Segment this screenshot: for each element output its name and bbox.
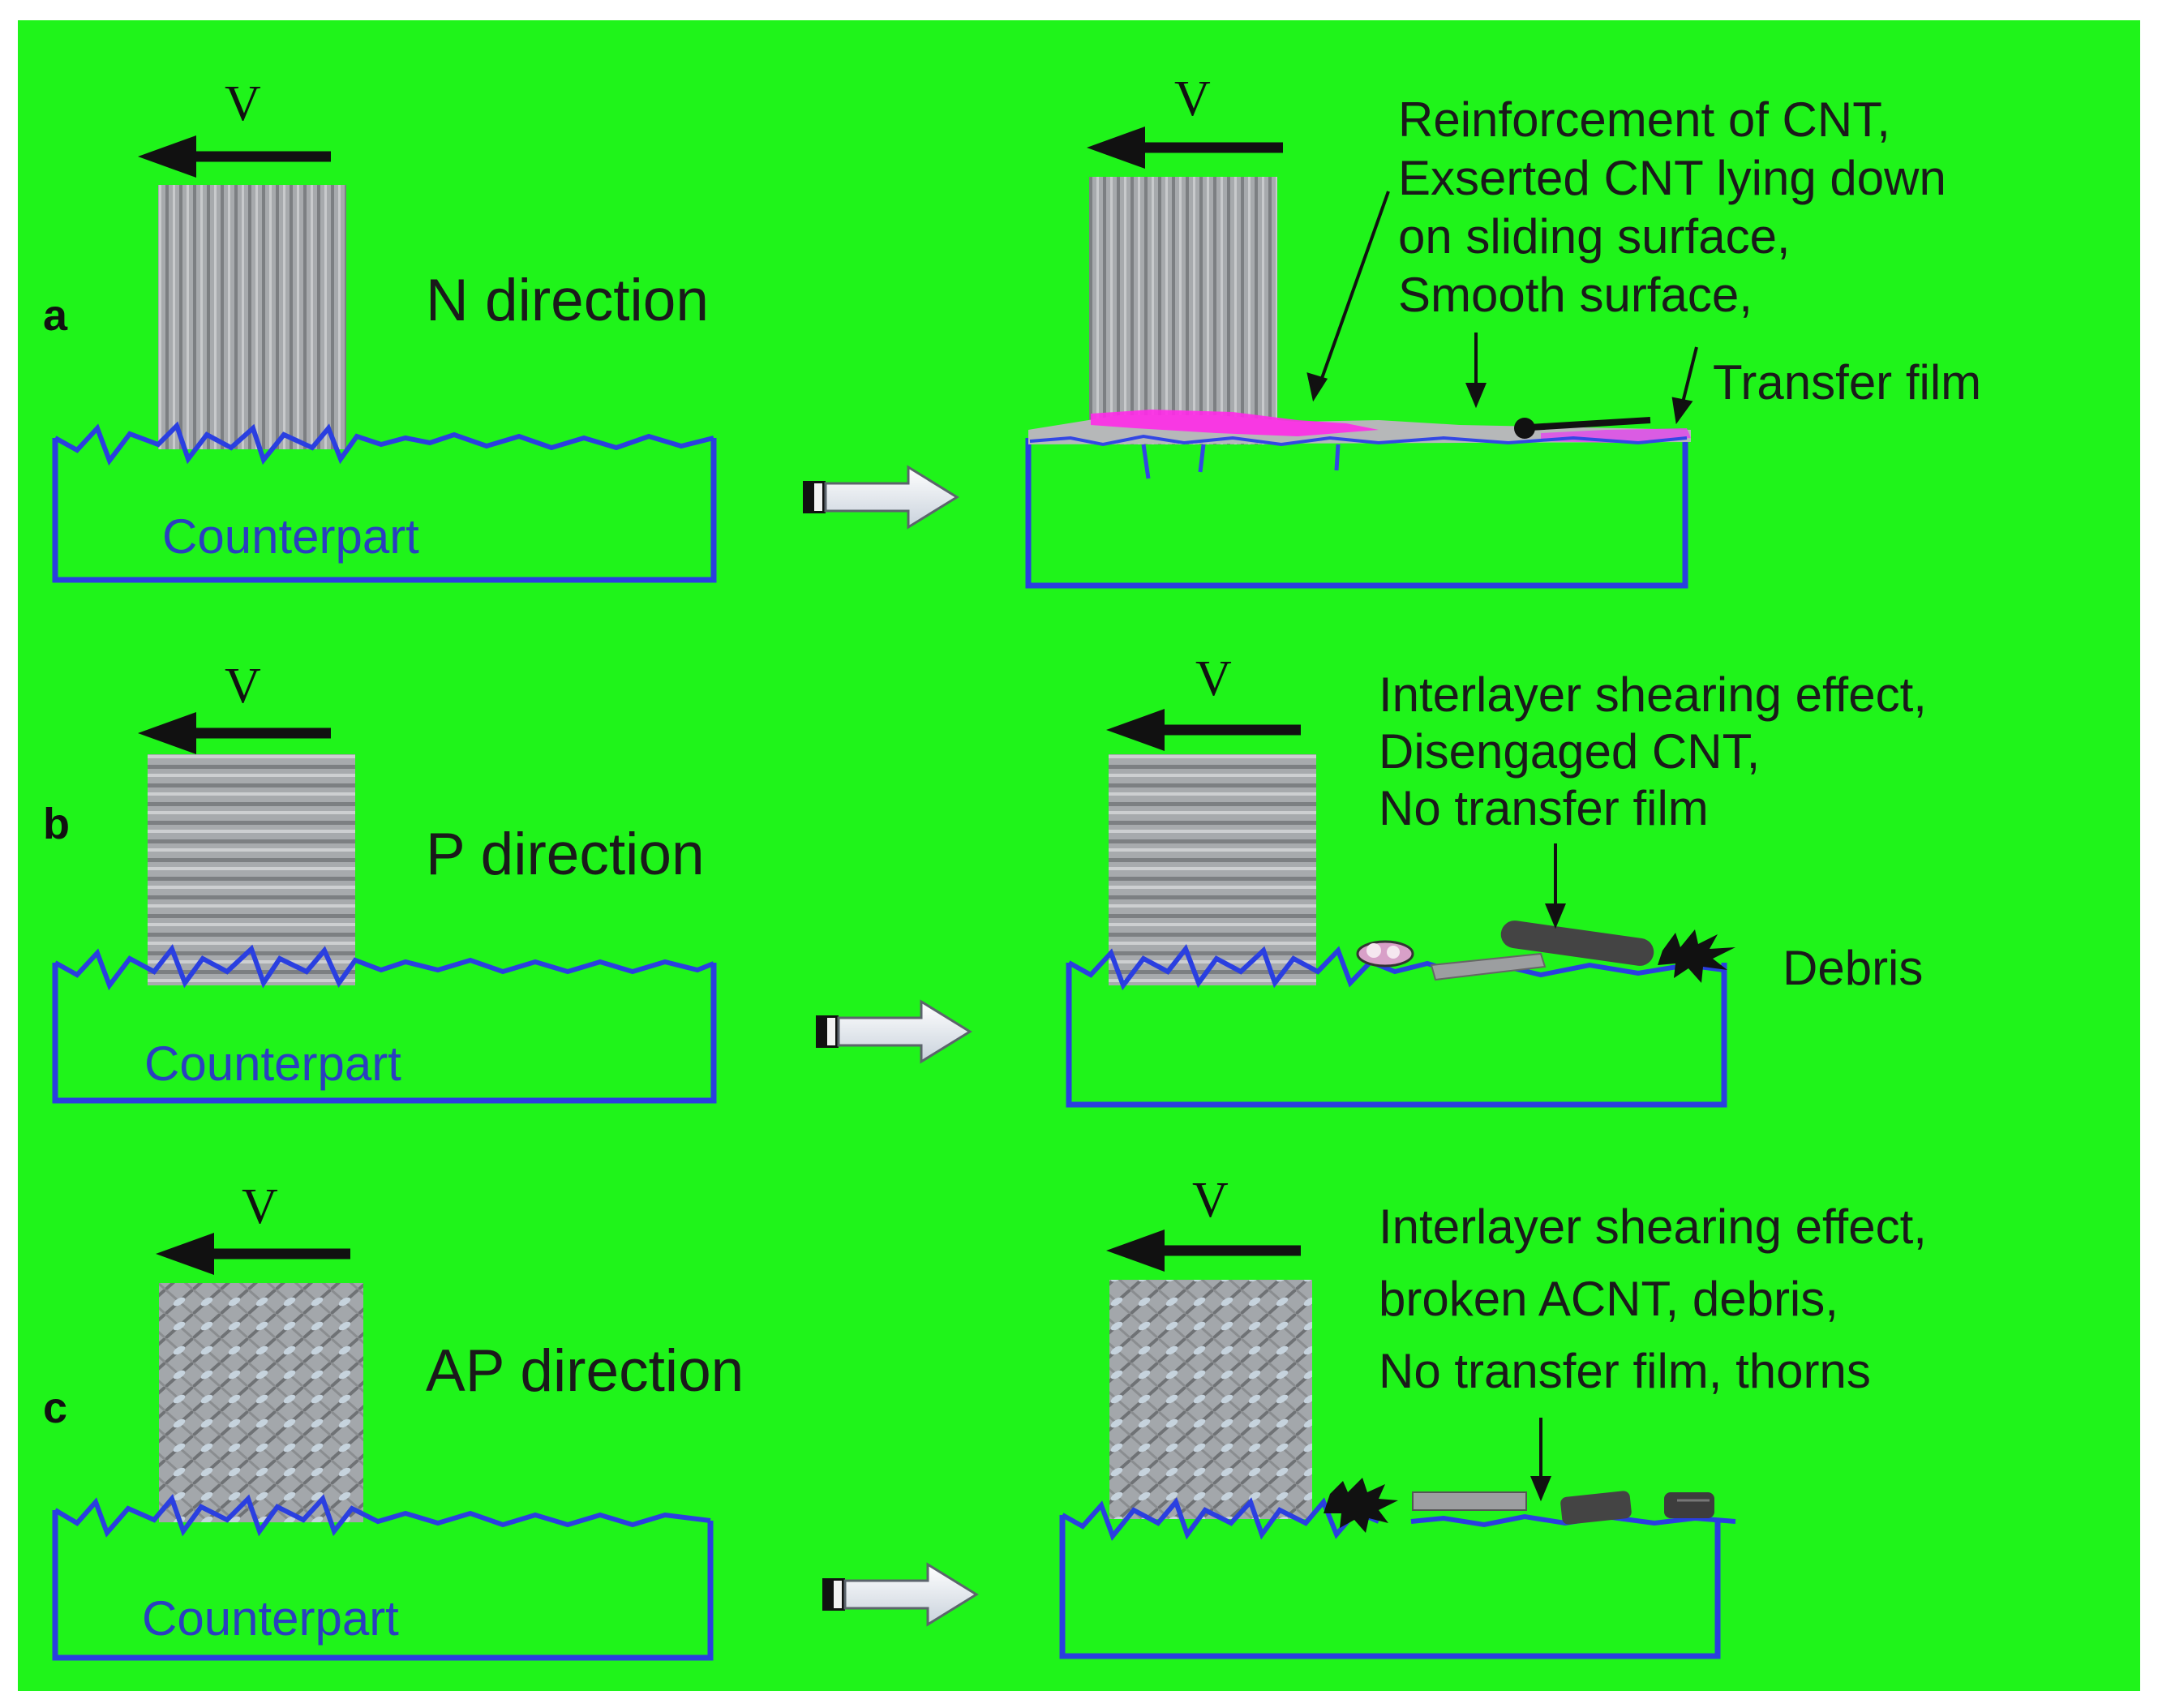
debris-pile [1356, 940, 1414, 968]
velocity-label: V [225, 659, 261, 714]
process-arrow [816, 999, 972, 1064]
annotation-notes: Reinforcement of CNT, Exserted CNT lying… [1398, 92, 1946, 322]
worn-surface-line [1029, 434, 1688, 447]
counterpart-box [52, 438, 717, 583]
pointer-arrows [1545, 843, 1566, 929]
velocity-label: V [1195, 651, 1232, 706]
transfer-film-label: Transfer film [1713, 355, 1981, 410]
lying-cnt [1516, 417, 1651, 431]
counterpart-label: Counterpart [142, 1591, 399, 1646]
cnt-block-parallel [1109, 754, 1316, 985]
svg-text:broken ACNT, debris,: broken ACNT, debris, [1379, 1272, 1838, 1326]
process-arrow [822, 1562, 979, 1627]
svg-text:Smooth surface,: Smooth surface, [1398, 268, 1753, 322]
velocity-label: V [1174, 71, 1211, 127]
velocity-label: V [1192, 1173, 1229, 1228]
counterpart-box [1059, 1515, 1721, 1659]
pointer-arrows [1306, 191, 1698, 425]
panel-label-a: a [43, 291, 68, 340]
panel-label-b: b [43, 800, 70, 848]
velocity-arrow [1087, 127, 1283, 169]
surface-crack [1198, 444, 1206, 473]
cnt-block-antiparallel [1109, 1280, 1312, 1519]
broken-cnt-segment [1430, 952, 1547, 981]
velocity-arrow [156, 1233, 350, 1275]
surface-crack [1141, 444, 1151, 479]
cnt-block-antiparallel [159, 1283, 363, 1522]
counterpart-label: Counterpart [162, 509, 419, 564]
cnt-block-normal [1089, 177, 1277, 444]
svg-text:on sliding surface,: on sliding surface, [1398, 209, 1791, 264]
velocity-arrow [138, 712, 331, 754]
row-c: c V Counterpart AP direction V [43, 1173, 1927, 1661]
debris-thorn-cluster [1324, 1478, 1398, 1533]
rough-surface [1067, 943, 1725, 991]
rough-surface [54, 943, 715, 991]
annotation-notes: Interlayer shearing effect, Disengaged C… [1379, 667, 1927, 835]
svg-text:No transfer film: No transfer film [1379, 781, 1709, 835]
direction-label: N direction [426, 268, 709, 333]
row-b: b V Counterpart P direction V [43, 651, 1927, 1108]
velocity-arrow [1106, 709, 1301, 751]
pointer-arrows [1530, 1418, 1551, 1502]
broken-cnt-segment [1664, 1492, 1714, 1518]
broken-cnt-segment [1412, 1491, 1527, 1511]
debris-thorn-cluster [1658, 929, 1735, 983]
direction-label: AP direction [426, 1338, 744, 1404]
transfer-film-pink [1091, 410, 1379, 436]
disengaged-cnt [1500, 921, 1654, 966]
panel-label-c: c [43, 1384, 67, 1432]
velocity-arrow [1106, 1230, 1301, 1272]
svg-text:Interlayer shearing effect,: Interlayer shearing effect, [1379, 667, 1927, 722]
surface-crack [1334, 444, 1341, 471]
process-arrow [803, 465, 959, 530]
direction-label: P direction [426, 822, 705, 887]
velocity-label: V [242, 1179, 278, 1234]
svg-text:Interlayer shearing effect,: Interlayer shearing effect, [1379, 1199, 1927, 1254]
broken-cnt-segment [1560, 1491, 1632, 1525]
svg-text:Exserted CNT lying down: Exserted CNT lying down [1398, 151, 1946, 205]
row-a: a V Counterpart N direction V [43, 71, 1981, 589]
rough-surface [54, 421, 714, 466]
counterpart-box [52, 963, 717, 1104]
velocity-arrow [138, 135, 331, 178]
cnt-block-normal [158, 185, 346, 449]
svg-text:Reinforcement of CNT,: Reinforcement of CNT, [1398, 92, 1890, 147]
background-panel [18, 20, 2140, 1691]
annotation-notes: Interlayer shearing effect, broken ACNT,… [1379, 1199, 1927, 1398]
counterpart-box [52, 1510, 714, 1661]
svg-text:Disengaged CNT,: Disengaged CNT, [1379, 724, 1760, 779]
velocity-label: V [225, 76, 261, 131]
debris-label: Debris [1783, 941, 1923, 995]
svg-text:No transfer film, thorns: No transfer film, thorns [1379, 1344, 1871, 1398]
counterpart-box [1025, 438, 1688, 589]
counterpart-box [1066, 963, 1727, 1108]
cnt-particle [1514, 418, 1535, 439]
rough-surface [54, 1494, 711, 1538]
counterpart-label: Counterpart [144, 1036, 401, 1091]
